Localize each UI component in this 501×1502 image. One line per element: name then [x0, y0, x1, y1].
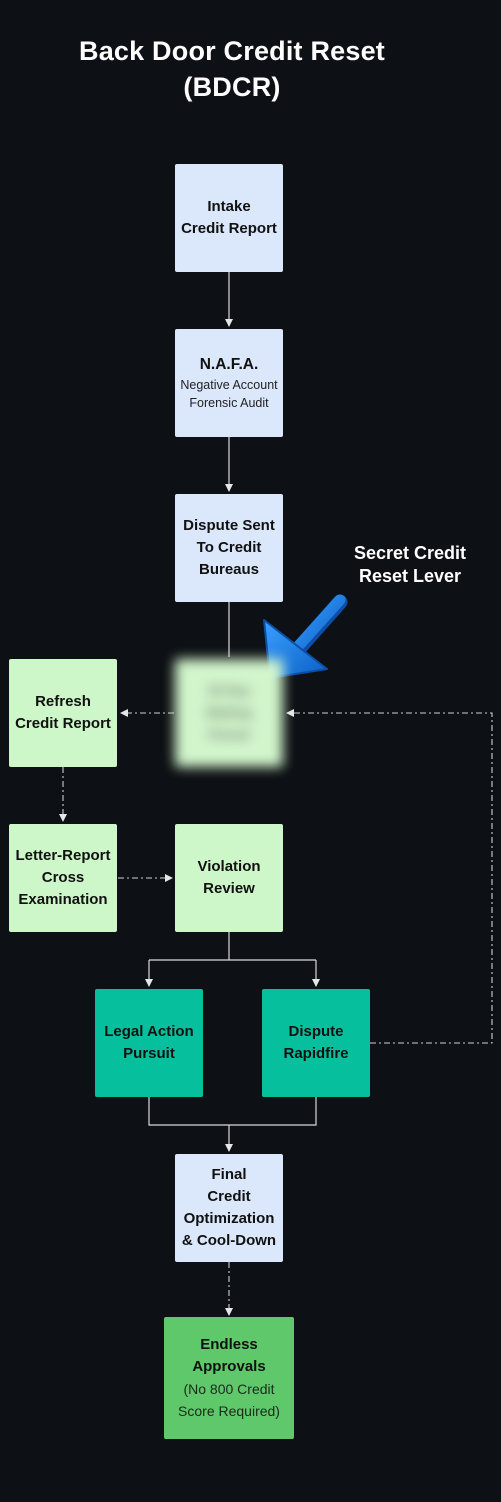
callout-label: Secret Credit Reset Lever — [330, 542, 490, 588]
node-label: Examination — [18, 891, 108, 908]
node-sublabel: Negative Account — [180, 378, 278, 392]
node-label: Approvals — [192, 1358, 266, 1375]
node-label: Legal Action — [104, 1023, 194, 1040]
node-label: Rapidfire — [283, 1045, 349, 1062]
node-dispute-rapidfire: Dispute Rapidfire — [262, 989, 370, 1097]
node-nafa: N.A.F.A. Negative Account Forensic Audit — [175, 329, 283, 437]
node-label: Credit Report — [15, 715, 111, 732]
node-label: Letter-Report — [15, 847, 111, 864]
node-label: Refresh — [35, 693, 91, 710]
node-refresh-credit-report: Refresh Credit Report — [9, 659, 117, 767]
node-letter-report-cross-examination: Letter-Report Cross Examination — [9, 824, 117, 932]
node-label: Dispute Sent — [183, 517, 275, 534]
node-label: Waiting — [205, 705, 253, 720]
callout-line-2: Reset Lever — [358, 566, 462, 586]
node-label: Optimization — [183, 1210, 275, 1227]
node-label: Cross — [41, 869, 85, 886]
node-label: Dispute — [288, 1023, 344, 1040]
node-label: Violation — [197, 858, 261, 875]
node-label: To Credit — [196, 539, 262, 556]
node-sublabel: Forensic Audit — [189, 396, 269, 410]
node-violation-review: Violation Review — [175, 824, 283, 932]
node-label: Pursuit — [123, 1045, 175, 1062]
edge-violation-split — [149, 932, 316, 961]
node-label: Period — [208, 727, 250, 742]
node-label: N.A.F.A. — [199, 356, 259, 373]
node-label: Endless — [200, 1336, 258, 1353]
node-label: Review — [203, 880, 255, 897]
node-sublabel: (No 800 Credit — [183, 1381, 275, 1397]
edge-merge — [148, 1097, 317, 1126]
callout-line-1: Secret Credit — [353, 543, 467, 563]
node-label: 30 Day — [208, 683, 250, 698]
node-sublabel: Score Required) — [178, 1403, 280, 1419]
node-intake-credit-report: Intake Credit Report — [175, 164, 283, 272]
node-final-credit-optimization: Final Credit Optimization & Cool-Down — [175, 1154, 283, 1262]
node-label: Intake — [207, 198, 251, 215]
edge-rapidfire-loop — [286, 709, 493, 1044]
node-label: Credit — [207, 1188, 251, 1205]
node-dispute-sent: Dispute Sent To Credit Bureaus — [175, 494, 283, 602]
node-waiting-period-blurred: 30 Day Waiting Period — [175, 659, 283, 767]
node-label: Final — [211, 1166, 247, 1183]
node-legal-action-pursuit: Legal Action Pursuit — [95, 989, 203, 1097]
node-label: Bureaus — [198, 561, 260, 578]
node-endless-approvals: Endless Approvals (No 800 Credit Score R… — [164, 1317, 294, 1439]
diagram-subtitle: (BDCR) — [183, 72, 281, 102]
diagram-title: Back Door Credit Reset — [79, 36, 385, 66]
big-diagonal-arrow-icon — [263, 594, 348, 679]
node-label: & Cool-Down — [181, 1232, 277, 1249]
node-label: Credit Report — [181, 220, 277, 237]
